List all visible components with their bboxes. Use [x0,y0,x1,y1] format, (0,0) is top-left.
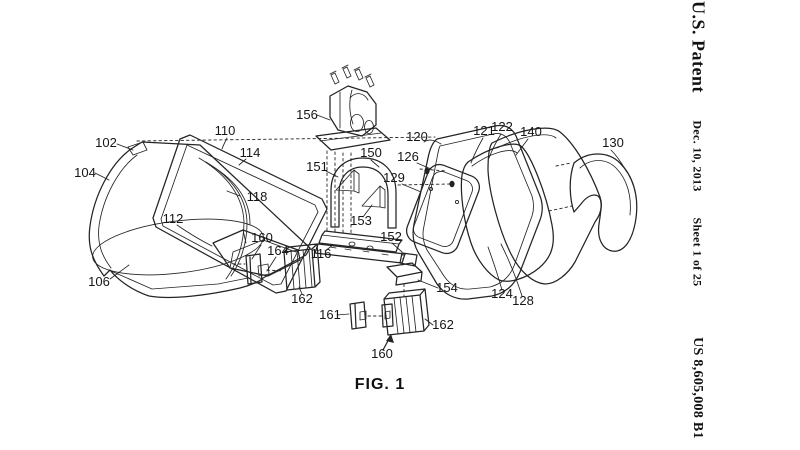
ref-label-152: 152 [380,229,402,244]
screw [364,73,375,88]
display-curve [211,165,251,225]
ref-label-160-2: 160 [371,346,393,361]
wedge [335,169,360,194]
ref-label-122: 122 [491,119,513,134]
ref-label-164: 164 [267,243,289,258]
right-goggle-frame [405,124,543,300]
ref-label-112: 112 [163,211,184,226]
ref-label-116: 116 [311,246,332,261]
connector-piece [386,262,423,286]
screw [329,70,340,85]
arrowhead [386,334,394,343]
ref-label-102: 102 [95,135,117,150]
reference-labels: 102 104 106 110 112 114 118 116 156 150 151 153 152 1… [74,107,624,361]
ribbed-block [383,288,430,336]
ref-label-156: 156 [296,107,318,122]
ref-label-128: 128 [512,293,534,308]
clip [245,253,263,285]
ref-label-126: 126 [397,149,419,164]
inner-shield [460,143,554,282]
ref-label-121: 121 [473,123,495,138]
ref-label-120: 120 [406,129,428,144]
screw [353,66,364,81]
plate [349,301,367,330]
left-shell [88,141,311,299]
ref-label-162-2: 162 [432,317,454,332]
construction-lines [136,136,573,317]
ref-label-106: 106 [88,274,110,289]
display-curve [198,157,245,280]
display-panel [152,134,328,294]
screw-hole [424,167,430,175]
lens-window [405,163,481,255]
patent-header-title: U.S. Patent [688,1,709,93]
ref-label-151: 151 [306,159,328,174]
ref-label-130: 130 [602,135,624,150]
patent-header-number: US 8,605,008 B1 [690,337,705,439]
patent-header-sheet: Sheet 1 of 25 [690,217,705,287]
ref-label-110: 110 [215,123,236,138]
screw [341,64,352,79]
ref-label-104: 104 [74,165,96,180]
wedge [361,185,386,209]
arch-bracket [330,157,397,229]
ref-label-154: 154 [436,280,458,295]
clip-pin [257,263,270,277]
outer-cover [487,127,602,285]
left-small-parts [245,243,321,291]
display-curve [205,161,248,277]
ref-label-153: 153 [350,213,372,228]
ref-label-150: 150 [360,145,382,160]
ref-label-161: 161 [319,307,341,322]
figure-caption: FIG. 1 [355,376,405,393]
shell-corner-piece [127,141,148,156]
right-small-parts [349,262,430,351]
ref-label-124: 124 [491,286,513,301]
screw-hole [449,180,455,188]
ref-label-162: 162 [291,291,313,306]
headband [569,153,638,252]
hinge-assembly [315,64,391,151]
ref-label-114: 114 [240,145,261,160]
patent-header-date: Dec. 10, 2013 [690,120,705,192]
leader-lines [94,114,626,326]
ref-label-140: 140 [520,124,542,139]
hinge-base-plate [315,127,391,151]
face-opening [92,218,264,276]
ref-label-160: 160 [251,230,273,245]
ref-label-118: 118 [247,189,268,204]
ref-label-129: 129 [383,170,405,185]
